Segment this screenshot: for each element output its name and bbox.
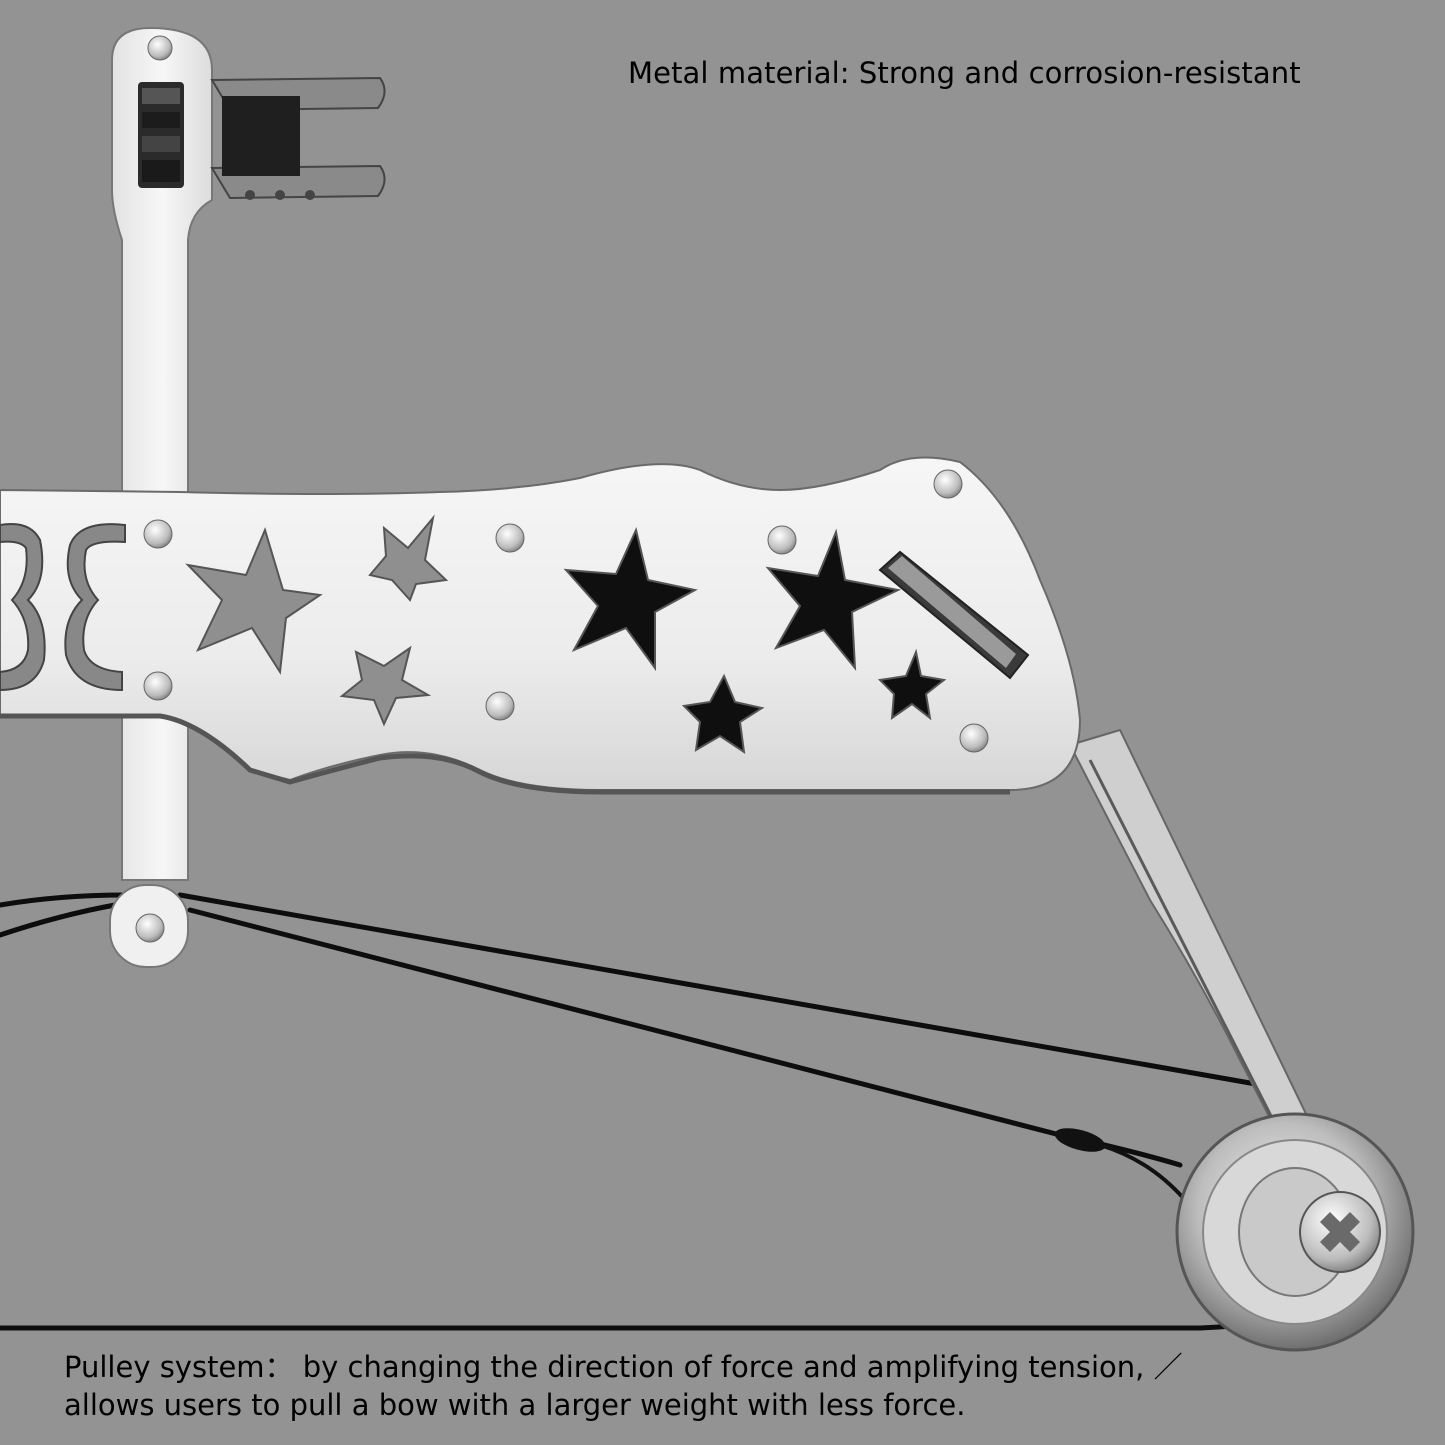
star-cutouts [185, 514, 947, 755]
bow-strings [0, 892, 1293, 1331]
pulley-system-caption: Pulley system： by changing the direction… [64, 1348, 1183, 1424]
screws [143, 35, 989, 753]
pulley-caption-line-2: allows users to pull a bow with a larger… [64, 1388, 966, 1422]
grip-plate [0, 456, 1082, 795]
metal-material-caption: Metal material: Strong and corrosion-res… [628, 56, 1301, 90]
pulley-caption-line-1: Pulley system： by changing the direction… [64, 1350, 1183, 1384]
string-knot [1054, 1128, 1187, 1202]
slot-cutout [878, 550, 1030, 680]
string-roller [109, 884, 189, 968]
pulley-wheel [1175, 1112, 1415, 1352]
riser-bar [111, 26, 213, 881]
arrow-rest-bracket [210, 76, 386, 200]
